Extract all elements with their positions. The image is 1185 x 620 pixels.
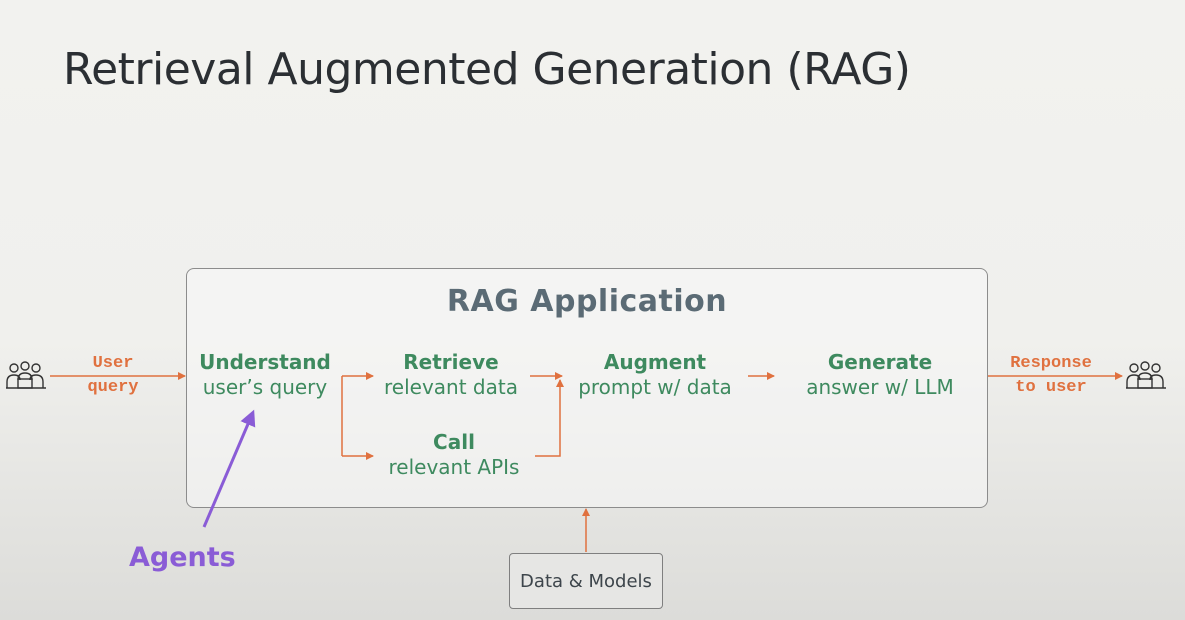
step-augment-sub: prompt w/ data: [578, 375, 732, 399]
users-icon-right: [1126, 361, 1166, 389]
agents-label: Agents: [129, 542, 236, 573]
step-augment: Augment prompt w/ data: [566, 349, 744, 399]
response-label: Response to user: [998, 352, 1104, 400]
users-icon-left: [6, 361, 46, 389]
response-line1: Response: [1010, 354, 1092, 373]
arrow-call-to-augment: [535, 379, 564, 457]
agents-arrow: [202, 409, 256, 528]
data-models-box: Data & Models: [509, 553, 663, 609]
step-retrieve-title: Retrieve: [403, 350, 499, 374]
step-generate-title: Generate: [827, 350, 933, 374]
rag-application-box: [186, 268, 988, 508]
step-call: Call relevant APIs: [375, 429, 533, 479]
user-query-line2: query: [87, 378, 139, 397]
user-query-line1: User: [92, 354, 134, 373]
step-generate: Generate answer w/ LLM: [790, 349, 970, 399]
step-retrieve: Retrieve relevant data: [375, 349, 527, 399]
rag-application-title: RAG Application: [446, 284, 728, 319]
step-augment-title: Augment: [603, 350, 707, 374]
response-line2: to user: [1015, 378, 1087, 397]
user-query-label: User query: [78, 352, 148, 400]
step-retrieve-sub: relevant data: [384, 375, 518, 399]
step-understand: Understand user’s query: [190, 349, 340, 399]
step-understand-title: Understand: [199, 350, 331, 374]
step-generate-sub: answer w/ LLM: [806, 375, 954, 399]
step-understand-sub: user’s query: [202, 375, 328, 399]
step-call-title: Call: [433, 430, 475, 454]
step-call-sub: relevant APIs: [388, 455, 520, 479]
slide-title: Retrieval Augmented Generation (RAG): [63, 44, 911, 95]
